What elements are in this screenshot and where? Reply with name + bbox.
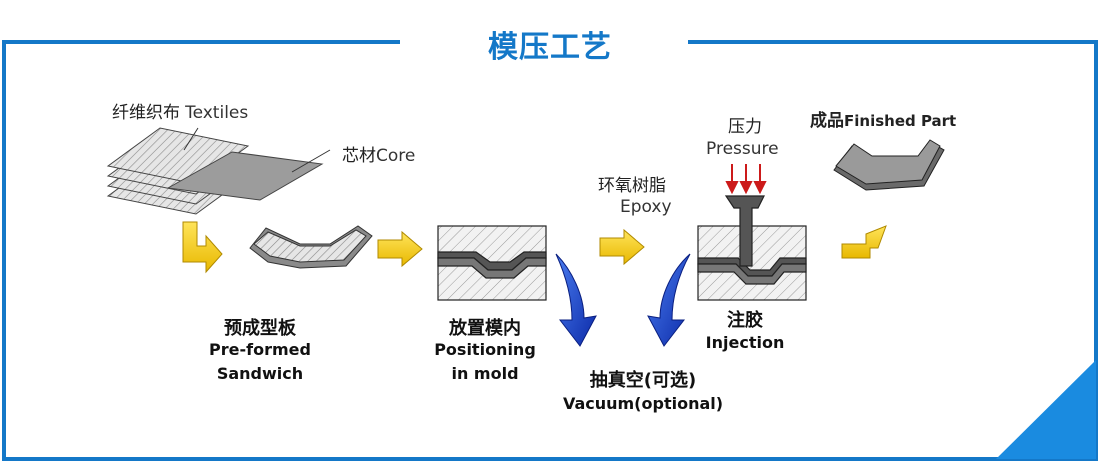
step-preformed-en-line2: Sandwich	[216, 364, 304, 383]
step-injection-en-line1: Injection	[705, 333, 785, 352]
pressure-label-cn: 压力	[728, 117, 762, 137]
textiles-label: 纤维织布 Textiles	[112, 98, 248, 123]
finished-label-cn: 成品	[810, 111, 844, 131]
core-label-en: Core	[376, 146, 416, 166]
mold-positioning	[437, 225, 547, 301]
vacuum-arrow-left	[555, 253, 597, 347]
preformed-part	[249, 225, 373, 269]
step-positioning-en-line2: in mold	[451, 364, 519, 383]
vacuum-label-cn: 抽真空(可选)	[589, 370, 697, 391]
step-preformed-en-line1: Pre-formed	[209, 340, 311, 359]
arrow-down-right	[182, 221, 223, 274]
epoxy-label-en: Epoxy	[620, 197, 672, 217]
step-injection-cn: 注胶	[727, 310, 763, 331]
core-pointer	[291, 149, 331, 173]
finished-label: 成品Finished Part	[810, 106, 956, 131]
textiles-pointer	[183, 127, 199, 151]
finished-part	[833, 139, 945, 191]
mold-injection	[697, 195, 807, 301]
step-positioning-en-line1: Positioning	[434, 340, 536, 359]
arrow-right-1	[377, 230, 423, 268]
pressure-label-en: Pressure	[706, 139, 779, 159]
core-label-cn: 芯材	[342, 146, 376, 166]
arrow-right-2	[599, 228, 645, 266]
step-preformed-cn: 预成型板	[224, 318, 296, 339]
textiles-label-en: Textiles	[185, 103, 249, 123]
page-title: 模压工艺	[488, 30, 612, 65]
step-injection-en: Injection	[680, 331, 810, 355]
textiles-label-cn: 纤维织布	[112, 103, 180, 123]
step-preformed-en: Pre-formed Sandwich	[190, 338, 330, 386]
arrow-up-right	[841, 225, 887, 259]
vacuum-arrow-right	[647, 253, 691, 347]
vacuum-label-en: Vacuum(optional)	[562, 394, 724, 413]
step-positioning-cn: 放置模内	[449, 318, 521, 339]
frame-border	[2, 40, 1098, 461]
step-positioning-en: Positioning in mold	[415, 338, 555, 386]
core-sheet	[166, 151, 324, 201]
finished-label-en: Finished Part	[844, 112, 957, 130]
core-label: 芯材Core	[342, 141, 415, 166]
pressure-arrows	[725, 164, 767, 195]
epoxy-label-cn: 环氧树脂	[598, 176, 666, 196]
corner-accent	[996, 360, 1096, 459]
